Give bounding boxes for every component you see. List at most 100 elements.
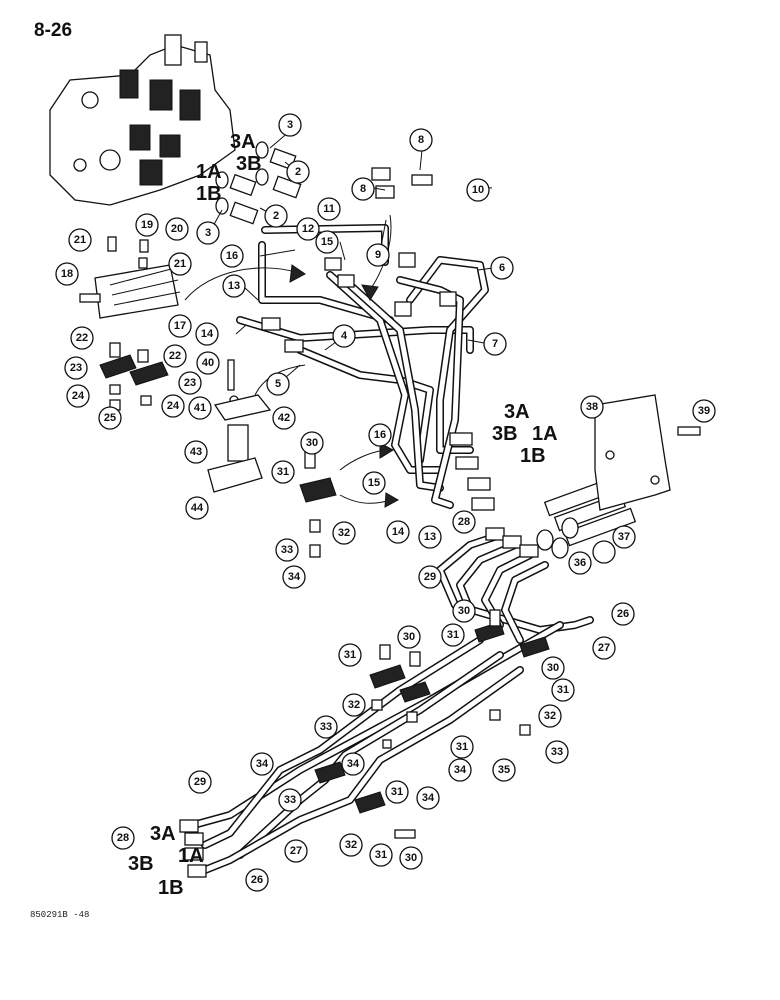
callout-label: 31: [557, 684, 569, 696]
callout-label: 12: [302, 223, 314, 235]
callout-label: 21: [174, 258, 186, 270]
callout-label: 33: [320, 721, 332, 733]
callout-label: 32: [338, 527, 350, 539]
callout-label: 31: [375, 849, 387, 861]
callout-label: 19: [141, 219, 153, 231]
callout-label: 34: [454, 764, 467, 776]
callout-label: 30: [306, 437, 318, 449]
callout-label: 31: [447, 629, 459, 641]
port-label: 1B: [158, 877, 184, 899]
port-label: 3A: [150, 823, 176, 845]
port-label: 3B: [236, 153, 262, 175]
callout-label: 3: [287, 119, 293, 131]
callout-label: 11: [323, 203, 335, 215]
callout-label: 31: [391, 786, 403, 798]
port-label: 1B: [196, 183, 222, 205]
callout-label: 8: [418, 134, 424, 146]
callouts: 2 2 3 3 4 5 6 7 8 8 9 10 11 12 13 13 14 …: [55, 113, 716, 892]
port-label: 1A: [178, 845, 204, 867]
callout-label: 29: [194, 776, 206, 788]
callout-label: 41: [194, 402, 206, 414]
callout-label: 27: [598, 642, 610, 654]
callout-label: 31: [277, 466, 289, 478]
callout-label: 30: [405, 852, 417, 864]
callout-label: 18: [61, 268, 73, 280]
callout-label: 34: [256, 758, 269, 770]
callout-label: 32: [345, 839, 357, 851]
figure-code: 850291B -48: [30, 910, 90, 920]
callout-label: 32: [544, 710, 556, 722]
callout-label: 33: [551, 746, 563, 758]
callout-label: 13: [424, 531, 436, 543]
lower-tube-bundle: [186, 531, 594, 874]
callout-label: 28: [458, 516, 470, 528]
callout-label: 27: [290, 845, 302, 857]
callout-label: 5: [275, 378, 281, 390]
callout-label: 24: [72, 390, 85, 402]
callout-label: 15: [321, 236, 333, 248]
callout-label: 30: [403, 631, 415, 643]
callout-label: 6: [499, 262, 505, 274]
port-label: 3A: [504, 401, 530, 423]
port-label: 3B: [128, 853, 154, 875]
callout-label: 28: [117, 832, 129, 844]
callout-label: 36: [574, 557, 586, 569]
callout-label: 26: [617, 608, 629, 620]
callout-label: 42: [278, 412, 290, 424]
callout-label: 8: [360, 183, 366, 195]
callout-label: 13: [228, 280, 240, 292]
valve-fittings: [215, 141, 302, 225]
callout-label: 25: [104, 412, 116, 424]
callout-label: 33: [281, 544, 293, 556]
callout-label: 32: [348, 699, 360, 711]
callout-label: 2: [295, 166, 301, 178]
upper-fittings: [261, 167, 495, 511]
callout-label: 22: [169, 350, 181, 362]
lower-end-fittings: [179, 527, 539, 878]
port-label: 1A: [532, 423, 558, 445]
callout-label: 23: [184, 377, 196, 389]
callout-label: 21: [74, 234, 86, 246]
callout-label: 38: [586, 401, 598, 413]
port-label: 1B: [520, 445, 546, 467]
callout-label: 30: [547, 662, 559, 674]
block-assembly: [207, 359, 272, 493]
callout-label: 14: [201, 328, 214, 340]
callout-label: 7: [492, 338, 498, 350]
callout-label: 29: [424, 571, 436, 583]
page-number: 8-26: [34, 20, 73, 41]
callout-label: 15: [368, 477, 380, 489]
callout-label: 22: [76, 332, 88, 344]
callout-label: 39: [698, 405, 710, 417]
callout-label: 10: [472, 184, 484, 196]
control-valve: [49, 34, 236, 206]
callout-label: 43: [190, 446, 202, 458]
callout-label: 37: [618, 531, 630, 543]
port-label: 1A: [196, 161, 222, 183]
callout-label: 9: [375, 249, 381, 261]
callout-label: 4: [341, 330, 348, 342]
callout-label: 34: [347, 758, 360, 770]
callout-label: 33: [284, 794, 296, 806]
callout-label: 30: [458, 605, 470, 617]
port-label: 3A: [230, 131, 256, 153]
callout-label: 2: [273, 210, 279, 222]
callout-label: 44: [191, 502, 204, 514]
callout-label: 34: [288, 571, 301, 583]
callout-label: 31: [344, 649, 356, 661]
callout-label: 35: [498, 764, 510, 776]
callout-label: 24: [167, 400, 180, 412]
callout-label: 26: [251, 874, 263, 886]
callout-label: 14: [392, 526, 405, 538]
lower-clamps: [299, 449, 550, 839]
callout-label: 20: [171, 223, 183, 235]
callout-label: 16: [374, 429, 386, 441]
callout-label: 34: [422, 792, 435, 804]
mounting-bracket: [594, 394, 701, 511]
callout-label: 16: [226, 250, 238, 262]
callout-label: 31: [456, 741, 468, 753]
mounting-plate: [79, 236, 181, 319]
callout-label: 23: [70, 362, 82, 374]
port-label: 3B: [492, 423, 518, 445]
